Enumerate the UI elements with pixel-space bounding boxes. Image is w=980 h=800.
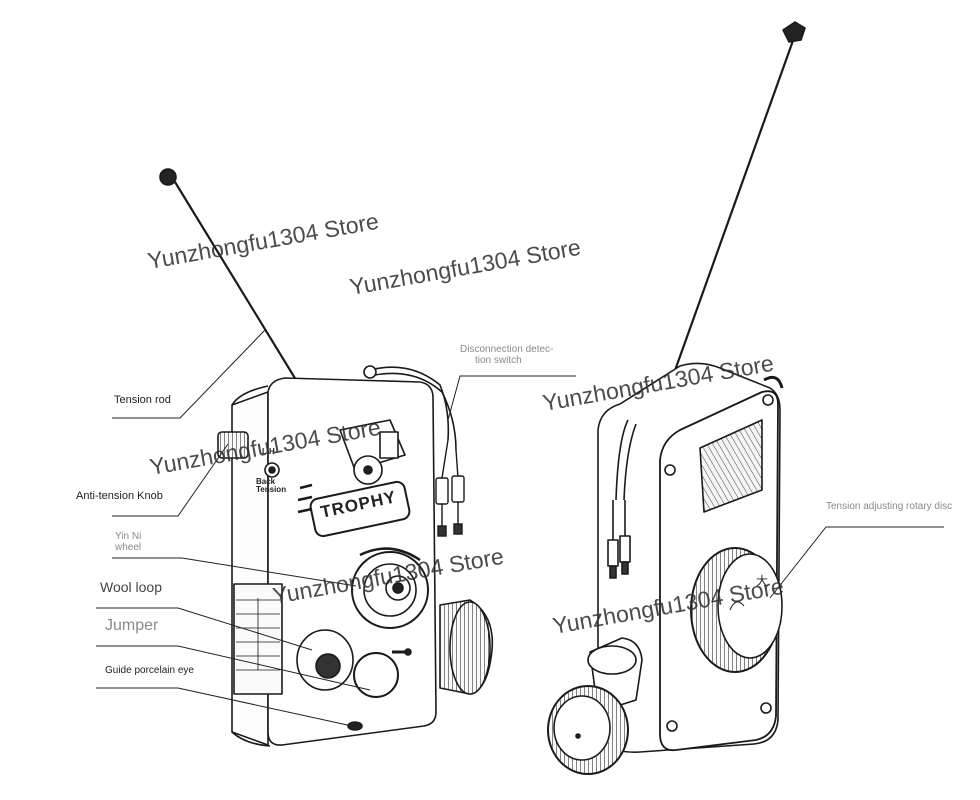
right-device: 大: [547, 21, 806, 775]
knob-letters: L H: [262, 447, 275, 456]
leader-guide-eye: [96, 687, 353, 727]
label-guide-porcelain-eye: Guide porcelain eye: [105, 665, 194, 676]
jumper-cylinder: [353, 652, 399, 698]
label-yin-ni-wheel-1: Yin Ni: [115, 531, 142, 542]
label-tension-rod: Tension rod: [114, 394, 171, 406]
leader-jumper: [96, 645, 371, 691]
leader-tension-disc: [769, 526, 944, 599]
label-jumper: Jumper: [105, 617, 159, 634]
label-disconnection-switch-1: Disconnection detec-: [460, 344, 554, 355]
leader-yin-ni: [112, 557, 357, 587]
leader-wool-loop: [96, 607, 313, 651]
leader-tension-rod: [112, 329, 266, 419]
label-wool-loop: Wool loop: [100, 579, 163, 595]
brand-plate: [309, 480, 411, 538]
leader-disconnection: [447, 375, 576, 421]
back-tension-text: Back Tension: [256, 477, 287, 495]
label-disconnection-switch-2: tion switch: [475, 355, 522, 366]
rod-tip-left: [159, 168, 177, 186]
svg-text:大: 大: [756, 574, 768, 588]
guide-eye: [347, 721, 363, 731]
label-yin-ni-wheel-2: wheel: [115, 542, 142, 553]
leader-anti-tension: [112, 443, 229, 517]
label-anti-tension-knob: Anti-tension Knob: [76, 490, 163, 502]
label-tension-adjusting-disc: Tension adjusting rotary disc: [826, 501, 953, 512]
switch-connectors: [435, 439, 465, 537]
leader-lines: [96, 329, 944, 727]
left-device: [159, 168, 494, 747]
tension-rod-right: [666, 34, 797, 391]
window-panel: [699, 419, 763, 513]
